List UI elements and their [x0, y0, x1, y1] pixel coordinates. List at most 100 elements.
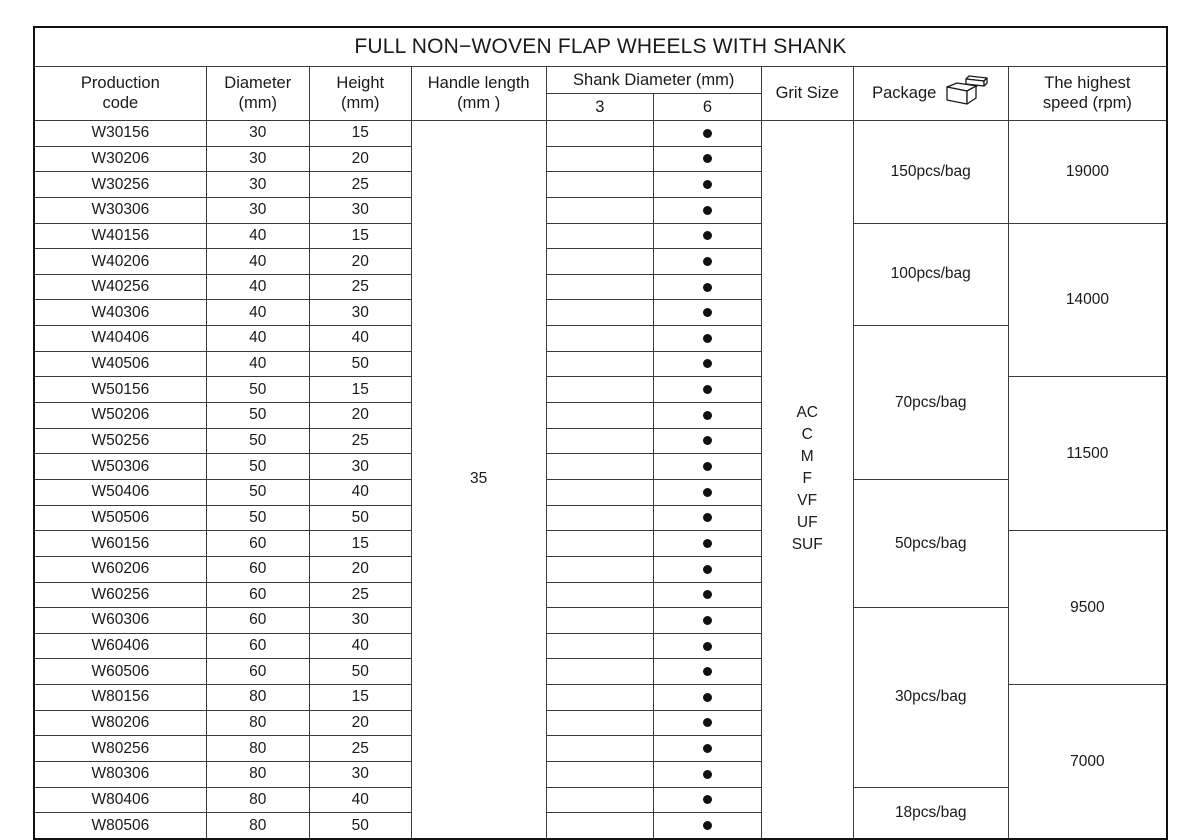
cell-height: 20: [308, 402, 412, 429]
cell-shank-3: [545, 350, 655, 378]
cell-height: 30: [308, 607, 412, 634]
cell-height: 15: [308, 222, 412, 250]
cell-height: 30: [308, 453, 412, 480]
cell-production-code: W40306: [33, 299, 207, 327]
cell-shank-3: [545, 581, 655, 609]
cell-shank-3: [545, 812, 655, 840]
cell-production-code: W40256: [33, 273, 207, 301]
cell-production-code: W80506: [33, 812, 207, 840]
cell-shank-3: [545, 684, 655, 711]
cell-diameter: 40: [205, 222, 310, 250]
cell-production-code: W60506: [33, 658, 207, 686]
cell-diameter: 30: [205, 120, 310, 147]
cell-diameter: 30: [205, 196, 310, 224]
cell-shank-6: [653, 761, 762, 788]
page-title: FULL NON−WOVEN FLAP WHEELS WITH SHANK: [33, 26, 1168, 67]
cell-production-code: W50256: [33, 427, 207, 455]
cell-production-code: W50406: [33, 478, 207, 506]
availability-dot: [703, 718, 713, 728]
cell-shank-6: [653, 325, 762, 352]
cell-shank-6: [653, 427, 762, 455]
cell-diameter: 30: [205, 145, 310, 173]
grit-size-value: AC: [796, 404, 818, 422]
cell-production-code: W80156: [33, 684, 207, 711]
availability-dot: [703, 282, 713, 292]
header-line-1: The highest: [1044, 74, 1131, 93]
cell-shank-6: [653, 453, 762, 480]
cell-production-code: W30206: [33, 145, 207, 173]
cell-height: 15: [308, 684, 412, 711]
availability-dot: [703, 308, 713, 318]
cell-diameter: 50: [205, 504, 310, 532]
cell-shank-6: [653, 273, 762, 301]
header-line-2: (mm ): [457, 93, 501, 112]
cell-shank-6: [653, 530, 762, 557]
cell-height: 25: [308, 735, 412, 763]
cell-diameter: 80: [205, 735, 310, 763]
specification-table: FULL NON−WOVEN FLAP WHEELS WITH SHANK Pr…: [33, 26, 1168, 840]
cell-diameter: 40: [205, 299, 310, 327]
cell-shank-6: [653, 607, 762, 634]
grit-size-value: VF: [797, 492, 818, 510]
cell-production-code: W60206: [33, 555, 207, 583]
header-line-1: Diameter: [224, 74, 292, 93]
cell-production-code: W60256: [33, 581, 207, 609]
availability-dot: [703, 513, 713, 523]
availability-dot: [703, 128, 713, 138]
cell-highest-speed: 9500: [1007, 530, 1168, 686]
cell-height: 30: [308, 299, 412, 327]
cell-height: 40: [308, 325, 412, 352]
cell-diameter: 30: [205, 171, 310, 198]
cell-production-code: W50206: [33, 402, 207, 429]
cell-diameter: 60: [205, 581, 310, 609]
cell-shank-6: [653, 248, 762, 275]
cell-shank-6: [653, 171, 762, 198]
cell-shank-3: [545, 145, 655, 173]
cell-shank-6: [653, 812, 762, 840]
availability-dot: [703, 641, 713, 651]
cell-height: 25: [308, 273, 412, 301]
cell-diameter: 50: [205, 402, 310, 429]
column-header-shank-diameter: Shank Diameter (mm): [545, 66, 762, 94]
availability-dot: [703, 462, 713, 472]
availability-dot: [703, 538, 713, 548]
cell-diameter: 80: [205, 786, 310, 814]
cell-shank-3: [545, 171, 655, 198]
cell-shank-6: [653, 684, 762, 711]
cell-production-code: W40406: [33, 325, 207, 352]
availability-dot: [703, 180, 713, 189]
header-line-2: code: [102, 93, 139, 112]
cell-height: 20: [308, 145, 412, 173]
cell-diameter: 60: [205, 632, 310, 660]
cell-shank-6: [653, 555, 762, 583]
cell-diameter: 80: [205, 812, 310, 840]
cell-package: 150pcs/bag: [852, 120, 1009, 224]
open-box-icon: [943, 75, 989, 112]
cell-highest-speed: 11500: [1007, 376, 1168, 532]
availability-dot: [703, 410, 713, 420]
cell-production-code: W80206: [33, 709, 207, 737]
availability-dot: [703, 231, 713, 241]
header-line-2: (mm): [341, 93, 380, 112]
cell-diameter: 50: [205, 376, 310, 404]
cell-diameter: 40: [205, 273, 310, 301]
availability-dot: [703, 385, 713, 395]
cell-shank-3: [545, 709, 655, 737]
cell-shank-3: [545, 402, 655, 429]
cell-diameter: 80: [205, 684, 310, 711]
cell-height: 50: [308, 350, 412, 378]
cell-shank-3: [545, 427, 655, 455]
availability-dot: [703, 256, 713, 266]
